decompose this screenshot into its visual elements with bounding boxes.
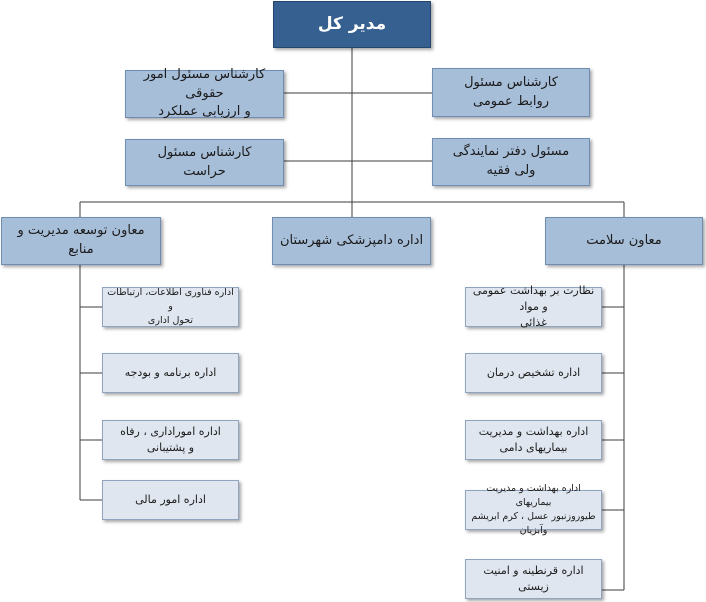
health-unit-box: اداره قرنطینه و امنیت زیستی bbox=[465, 559, 602, 599]
security-box: کارشناس مسئول حراست bbox=[125, 139, 284, 186]
management-unit-label: تحول اداری bbox=[147, 315, 194, 327]
legal-affairs-line-1: کارشناس مسئول امور حقوقی bbox=[143, 66, 266, 101]
health-unit-box: اداره بهداشت و مدیریت بیماریهای طیوروزنب… bbox=[465, 483, 602, 536]
city-vet-office-label: اداره دامپزشکی شهرستان bbox=[279, 232, 424, 248]
health-unit-box: اداره تشخیص درمان bbox=[465, 353, 602, 393]
legal-affairs-line-2: و ارزیابی عملکرد bbox=[158, 104, 251, 120]
public-relations-box: کارشناس مسئول روابط عمومی bbox=[432, 68, 590, 117]
management-unit-label: اداره فناوری اطلاعات، ارتباطات و bbox=[107, 286, 234, 312]
management-unit-label: اداره اموراداری ، رفاه bbox=[120, 425, 221, 439]
representative-office-line-2: ولی فقیه bbox=[486, 163, 536, 178]
public-relations-line-1: کارشناس مسئول bbox=[464, 74, 558, 90]
management-unit-label: اداره امور مالی bbox=[135, 493, 206, 507]
representative-office-line-1: مسئول دفتر نمایندگی bbox=[452, 144, 570, 160]
health-unit-label: بیماریهای دامی bbox=[499, 441, 568, 454]
management-unit-box: اداره فناوری اطلاعات، ارتباطات و تحول اد… bbox=[102, 287, 239, 327]
management-unit-box: اداره برنامه و بودجه bbox=[102, 353, 239, 393]
public-relations-line-2: روابط عمومی bbox=[472, 93, 550, 109]
health-unit-label: اداره تشخیص درمان bbox=[486, 366, 581, 380]
management-unit-box: اداره اموراداری ، رفاه و پشتیبانی bbox=[102, 420, 239, 460]
director-general-box: مدیر کل bbox=[273, 1, 431, 48]
health-deputy-label: معاون سلامت bbox=[586, 232, 662, 248]
security-line-1: کارشناس مسئول bbox=[157, 144, 252, 160]
director-general-label: مدیر کل bbox=[317, 14, 387, 35]
health-unit-box: اداره بهداشت و مدیریت بیماریهای دامی bbox=[465, 420, 602, 460]
management-deputy-label: معاون توسعه مدیریت و منابع bbox=[17, 223, 145, 257]
management-unit-box: اداره امور مالی bbox=[102, 480, 239, 520]
management-deputy-box: معاون توسعه مدیریت و منابع bbox=[1, 217, 161, 265]
city-vet-office-box: اداره دامپزشکی شهرستان bbox=[272, 217, 431, 265]
health-unit-label: طیوروزنبور عسل ، کرم ابریشم وآبزیان bbox=[471, 511, 596, 537]
legal-affairs-box: کارشناس مسئول امور حقوقی و ارزیابی عملکر… bbox=[125, 67, 284, 119]
management-unit-label: و پشتیبانی bbox=[146, 441, 195, 454]
management-unit-label: اداره برنامه و بودجه bbox=[124, 366, 217, 380]
security-line-2: حراست bbox=[183, 163, 226, 179]
representative-office-box: مسئول دفتر نمایندگی ولی فقیه bbox=[432, 138, 590, 186]
health-unit-label: اداره قرنطینه و امنیت زیستی bbox=[483, 564, 584, 593]
health-unit-label: اداره بهداشت و مدیریت bbox=[478, 425, 589, 439]
health-unit-label: غذائی bbox=[520, 315, 547, 329]
health-unit-box: نظارت بر بهداشت عمومی و مواد غذائی bbox=[465, 284, 602, 329]
health-deputy-box: معاون سلامت bbox=[545, 217, 703, 265]
health-unit-label: اداره بهداشت و مدیریت بیماریهای bbox=[486, 482, 581, 508]
health-unit-label: نظارت بر بهداشت عمومی و مواد bbox=[472, 284, 595, 314]
